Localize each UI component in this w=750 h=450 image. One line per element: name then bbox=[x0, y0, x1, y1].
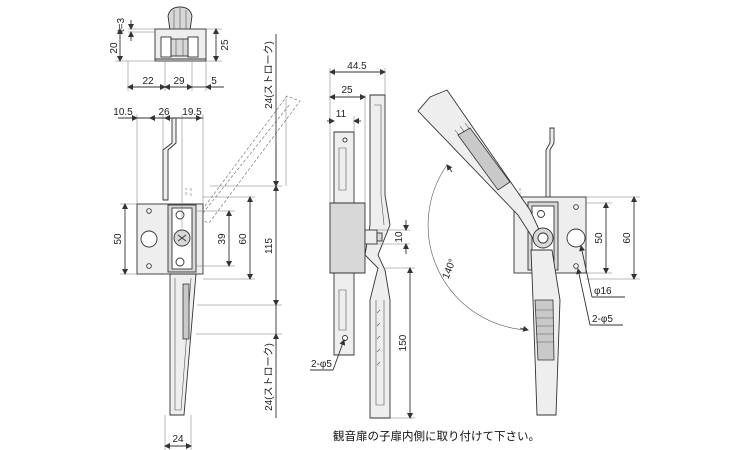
dim-t3: t=3 bbox=[116, 17, 127, 32]
dim-h50: 50 bbox=[113, 233, 124, 245]
dim-w29: 29 bbox=[173, 76, 185, 87]
dim-h115: 115 bbox=[264, 238, 275, 254]
dim-stroke-top: 24(ストローク) bbox=[263, 41, 275, 109]
front-lever-raised bbox=[195, 95, 301, 224]
dim-w44-5: 44.5 bbox=[347, 61, 367, 72]
side-view: 44.5 25 11 10 150 2-φ5 bbox=[310, 61, 415, 419]
dim-open-h50: 50 bbox=[594, 232, 605, 244]
dim-h39: 39 bbox=[217, 233, 228, 245]
side-handle bbox=[364, 94, 391, 419]
angle-arc bbox=[427, 164, 529, 331]
dim-w10-5: 10.5 bbox=[113, 107, 133, 118]
installation-note: 観音扉の子扉内側に取り付けて下さい。 bbox=[333, 429, 540, 443]
dim-h25: 25 bbox=[220, 39, 231, 51]
dim-w25: 25 bbox=[341, 85, 353, 96]
dim-stroke-bottom: 24(ストローク) bbox=[263, 343, 275, 411]
dim-h150: 150 bbox=[398, 334, 409, 351]
front-view: 10.5 26 19.5 50 39 60 115 24(ストローク) 24(ス… bbox=[113, 34, 301, 450]
label-phi16: φ16 bbox=[594, 286, 612, 297]
dim-h10: 10 bbox=[394, 231, 405, 243]
open-view: 140° 50 60 φ16 2-φ5 bbox=[417, 89, 640, 416]
dim-w22: 22 bbox=[142, 76, 154, 87]
dim-h60: 60 bbox=[238, 233, 249, 245]
front-top-strip bbox=[162, 117, 177, 201]
dim-h20: 20 bbox=[109, 42, 120, 54]
label-hole-open: 2-φ5 bbox=[592, 314, 613, 325]
label-hole-side: 2-φ5 bbox=[311, 359, 332, 370]
dim-w24: 24 bbox=[172, 434, 184, 445]
front-mount-hole bbox=[140, 230, 158, 248]
top-view: t=3 20 25 22 29 5 bbox=[109, 6, 231, 91]
side-housing bbox=[329, 202, 366, 274]
dim-open-h60: 60 bbox=[622, 232, 633, 244]
dim-angle: 140° bbox=[441, 257, 459, 280]
dim-w19-5: 19.5 bbox=[182, 107, 202, 118]
dim-w5: 5 bbox=[211, 76, 217, 87]
open-mount-hole bbox=[566, 228, 586, 248]
front-handle bbox=[169, 273, 197, 416]
dim-w11: 11 bbox=[336, 109, 347, 120]
dim-w26: 26 bbox=[158, 107, 170, 118]
